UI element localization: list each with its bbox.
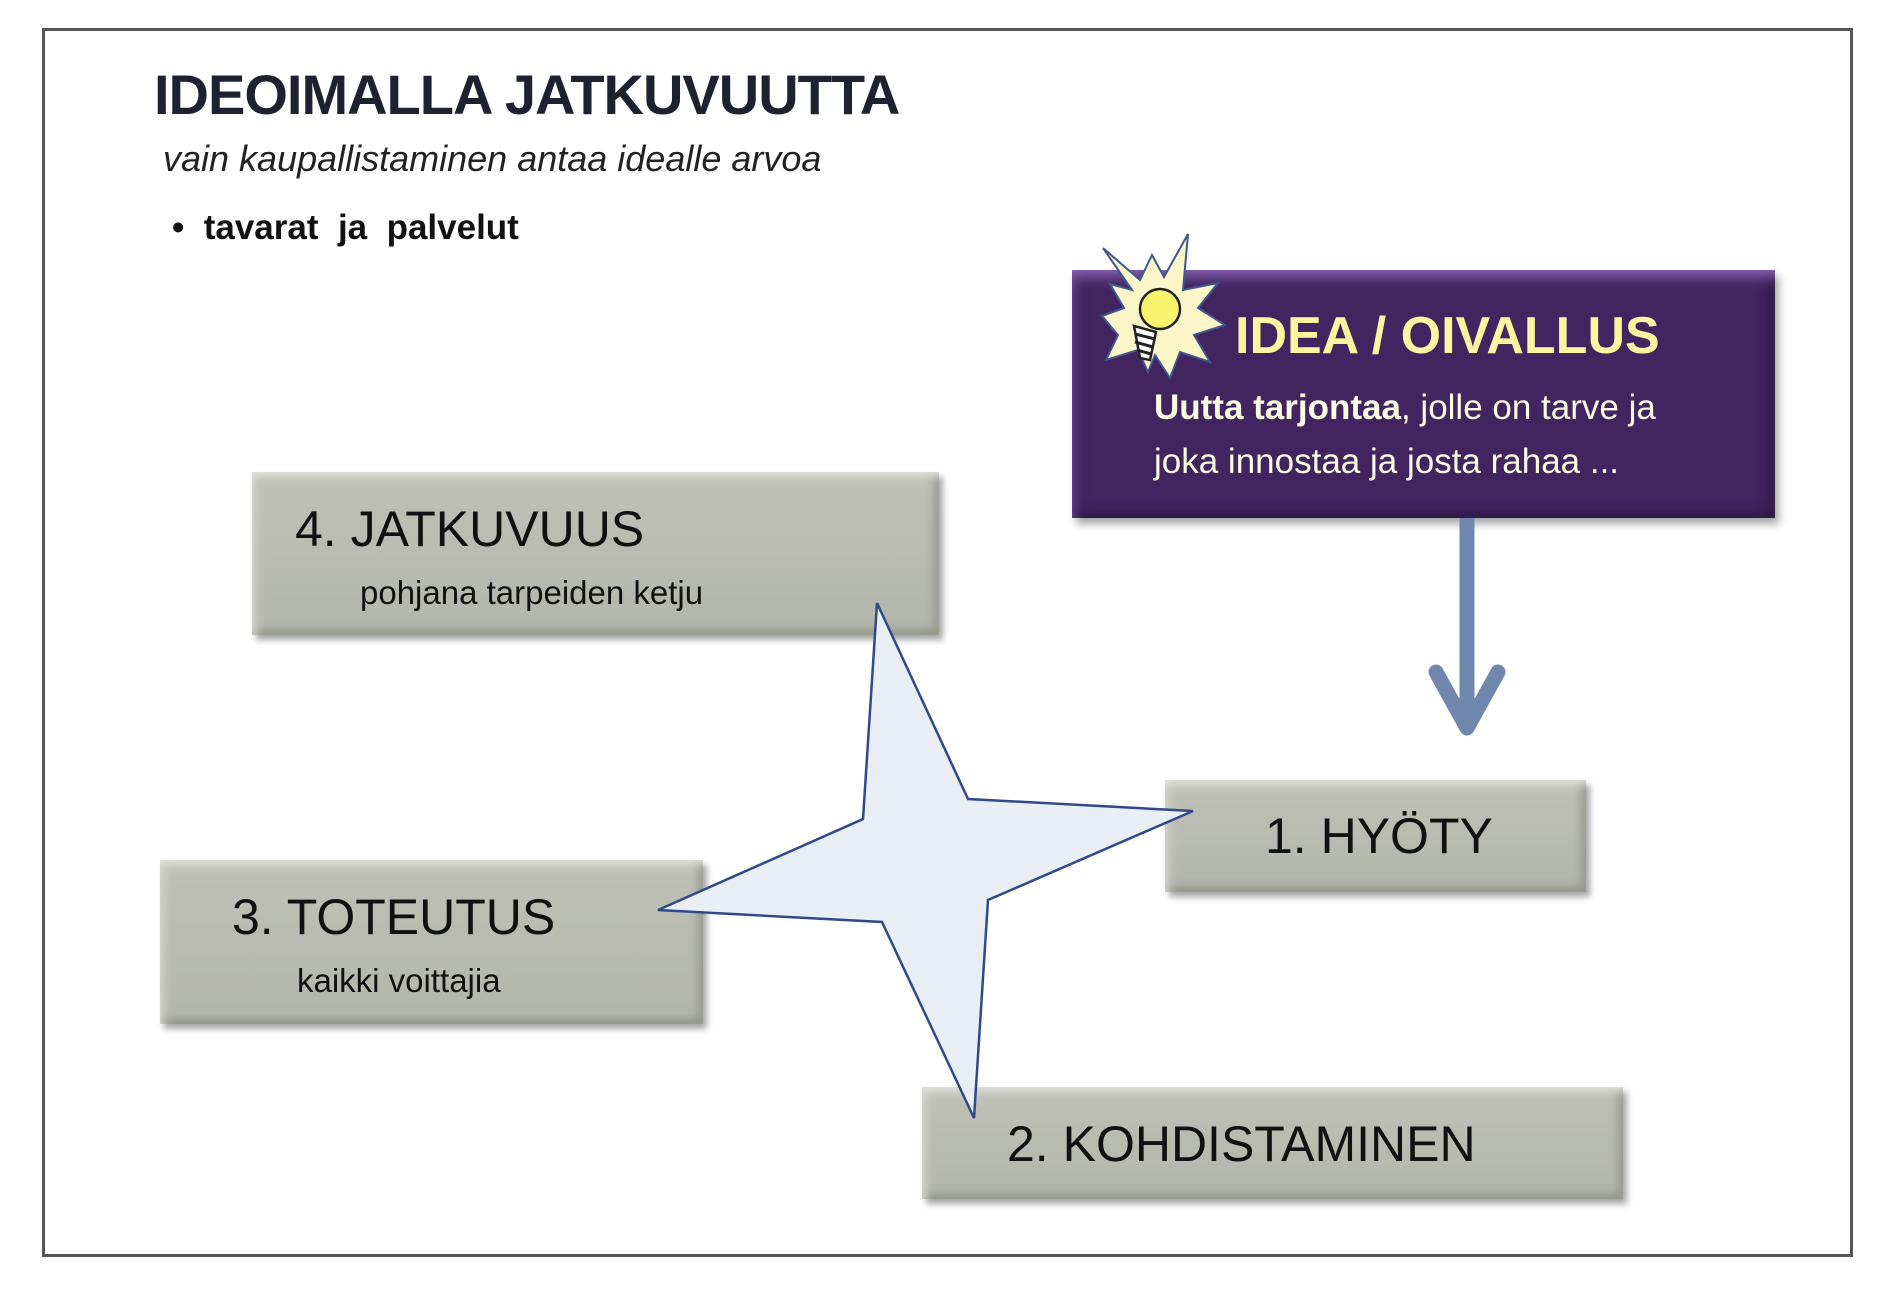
slide-subtitle: vain kaupallistaminen antaa idealle arvo… xyxy=(163,138,822,179)
idea-line-1-bold: Uutta tarjontaa xyxy=(1154,388,1401,427)
bullet-text: tavarat ja palvelut xyxy=(203,208,519,247)
step-4-subtitle: pohjana tarpeiden ketju xyxy=(360,574,704,611)
four-point-star xyxy=(657,602,1194,1119)
step-3-box: 3. TOTEUTUS kaikki voittajia xyxy=(160,860,703,1024)
step-4-box: 4. JATKUVUUS pohjana tarpeiden ketju xyxy=(252,472,939,635)
idea-line-2: joka innostaa ja josta rahaa ... xyxy=(1154,442,1620,481)
slide-title: IDEOIMALLA JATKUVUUTTA xyxy=(154,63,900,126)
step-2-box: 2. KOHDISTAMINEN xyxy=(922,1087,1623,1199)
lightbulb-icon xyxy=(1100,233,1228,381)
down-arrow xyxy=(1428,518,1506,736)
step-1-title: 1. HYÖTY xyxy=(1265,808,1493,864)
idea-line-1: Uutta tarjontaa, jolle on tarve ja xyxy=(1154,388,1656,428)
step-4-title: 4. JATKUVUUS xyxy=(295,501,645,557)
bullet-item: • tavarat ja palvelut xyxy=(172,208,519,247)
idea-title: IDEA / OIVALLUS xyxy=(1235,307,1660,365)
step-2-title: 2. KOHDISTAMINEN xyxy=(1007,1116,1476,1172)
idea-line-1-rest: , jolle on tarve ja xyxy=(1400,388,1656,427)
slide-frame xyxy=(42,28,1853,1257)
step-3-subtitle: kaikki voittajia xyxy=(297,962,501,999)
step-1-box: 1. HYÖTY xyxy=(1165,780,1586,892)
step-3-title: 3. TOTEUTUS xyxy=(232,889,556,945)
